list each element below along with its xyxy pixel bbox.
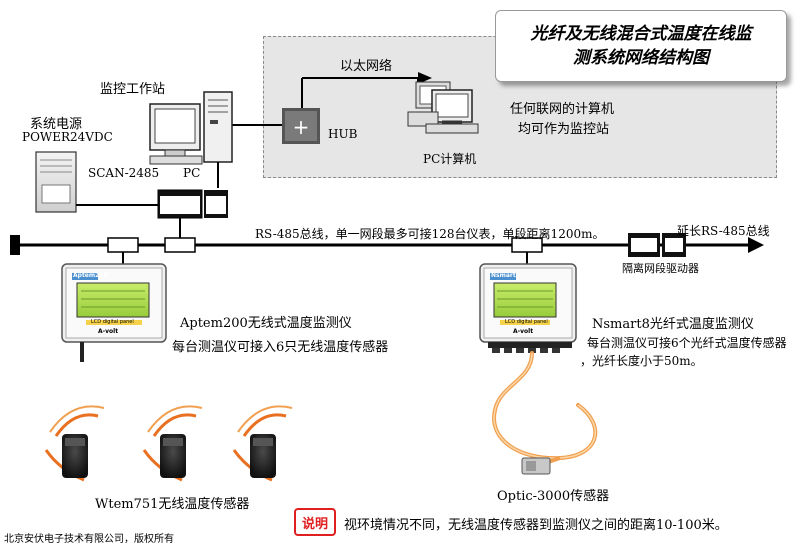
nsmart-brand: Nsmart <box>491 272 516 279</box>
note-text: 视环境情况不同，无线温度传感器到监测仪之间的距离10-100米。 <box>344 518 728 533</box>
workstation-pc <box>149 91 233 188</box>
nsmart8-unit <box>479 263 577 353</box>
ethernet-note-line2: 均可作为监控站 <box>518 122 610 137</box>
remote-pc-label: PC计算机 <box>423 152 477 166</box>
ethernet-arrow <box>418 72 432 84</box>
nsmart-label-line1: Nsmart8光纤式温度监测仪 <box>592 317 754 332</box>
ethernet-lines <box>232 77 419 126</box>
workstation-pc-label: PC <box>183 166 201 180</box>
optic-probe <box>521 457 551 475</box>
aptem-label-line2: 每台测温仪可接入6只无线温度传感器 <box>172 340 389 355</box>
nsmart-label-line3: ，光纤长度小于50m。 <box>580 354 703 368</box>
ethernet-note-line1: 任何联网的计算机 <box>510 102 615 117</box>
bus-label: RS-485总线，单一网段最多可接128台仪表，单段距离1200m。 <box>255 227 605 241</box>
bus-extend-label: 延长RS-485总线 <box>677 224 770 238</box>
segment-repeater <box>628 233 686 257</box>
workstation-label: 监控工作站 <box>100 82 166 97</box>
power-label-line2: POWER24VDC <box>22 130 113 144</box>
nsmart-footer: LCD digital panel <box>505 319 548 325</box>
converter-label: SCAN-2485 <box>88 166 160 180</box>
ethernet-label: 以太网络 <box>340 59 393 74</box>
nsmart-label-line2: 每台测温仪可接6个光纤式温度传感器 <box>587 336 787 350</box>
aptem-label-line1: Aptem200无线式温度监测仪 <box>180 316 352 331</box>
title-line1: 光纤及无线混合式温度在线监 <box>530 24 752 44</box>
nsmart-maker: A-volt <box>513 328 534 335</box>
power-supply <box>35 151 158 213</box>
aptem200-unit <box>61 263 167 362</box>
power-label-line1: 系统电源 <box>30 117 83 132</box>
svg-text:+: + <box>293 115 310 139</box>
scan-2485-converter <box>157 189 228 240</box>
aptem-maker: A-volt <box>98 328 119 335</box>
wireless-sensor-3 <box>232 405 293 482</box>
remote-pc <box>407 81 479 134</box>
aptem-footer: LCD digital panel <box>91 319 134 325</box>
aptem-brand: Aptem200 <box>73 272 108 279</box>
hub-device[interactable]: + <box>282 108 320 144</box>
optic-sensor-label: Optic-3000传感器 <box>497 489 610 504</box>
note-badge: 说明 <box>294 508 336 536</box>
wireless-sensor-2 <box>142 405 203 482</box>
wireless-sensor-label: Wtem751无线温度传感器 <box>95 497 250 512</box>
rs485-bus <box>10 235 764 264</box>
fiber-cable <box>492 351 598 464</box>
title-line2: 测系统网络结构图 <box>573 48 709 68</box>
title-box: 光纤及无线混合式温度在线监 测系统网络结构图 <box>495 10 787 82</box>
repeater-label: 隔离网段驱动器 <box>622 262 699 275</box>
wireless-sensor-1 <box>44 405 105 482</box>
copyright: 北京安伏电子技术有限公司，版权所有 <box>4 534 174 545</box>
hub-label: HUB <box>328 127 358 141</box>
